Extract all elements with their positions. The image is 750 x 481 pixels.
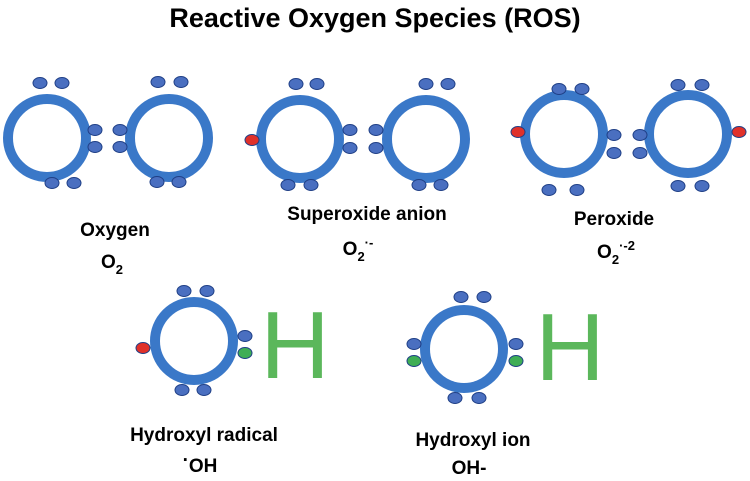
oxygen-electron — [171, 176, 187, 188]
hydroxyl-radical-electron — [176, 285, 192, 297]
peroxide-electron — [569, 184, 585, 196]
peroxide-electron — [606, 129, 622, 141]
peroxide-electron — [694, 180, 710, 192]
hydroxyl-radical-electron — [174, 384, 190, 396]
peroxide-electron — [541, 184, 557, 196]
oxygen-electron — [173, 76, 189, 88]
hydroxyl-ion-formula: OH- — [452, 458, 487, 479]
hydroxyl-radical-formula: ·OH — [183, 450, 218, 477]
superoxide-electron — [280, 179, 296, 191]
hydroxyl-ion-electron — [508, 338, 524, 350]
superoxide-electron — [411, 179, 427, 191]
superoxide-name: Superoxide anion — [287, 204, 446, 225]
diagram-title: Reactive Oxygen Species (ROS) — [169, 3, 580, 33]
peroxide-electron — [632, 129, 648, 141]
hydrogen-symbol-radical: H — [260, 292, 329, 399]
superoxide-electron — [368, 142, 384, 154]
peroxide-electron — [670, 79, 686, 91]
peroxide-electron — [632, 147, 648, 159]
hydroxyl-ion-electron — [406, 338, 422, 350]
hydroxyl-radical-oxygen-ring — [150, 297, 238, 385]
superoxide-electron — [418, 78, 434, 90]
peroxide-atom-left-ring — [520, 90, 608, 178]
hydroxyl-ion-electron — [471, 392, 487, 404]
peroxide-electron — [694, 79, 710, 91]
hydroxyl-ion-electron — [406, 355, 422, 367]
hydroxyl-radical-electron — [135, 342, 151, 354]
hydroxyl-radical-electron — [237, 330, 253, 342]
oxygen-electron — [112, 124, 128, 136]
superoxide-electron — [368, 124, 384, 136]
peroxide-electron — [510, 126, 526, 138]
oxygen-electron — [44, 177, 60, 189]
superoxide-electron — [244, 134, 260, 146]
oxygen-electron — [87, 141, 103, 153]
superoxide-electron — [342, 124, 358, 136]
hydroxyl-radical-electron — [196, 384, 212, 396]
oxygen-name: Oxygen — [80, 220, 150, 241]
peroxide-atom-right-ring — [644, 90, 732, 178]
oxygen-electron — [150, 76, 166, 88]
hydroxyl-radical-electron — [199, 285, 215, 297]
superoxide-atom-right-ring — [382, 95, 470, 183]
oxygen-electron — [66, 177, 82, 189]
oxygen-atom-right-ring — [125, 94, 213, 182]
hydrogen-symbol-ion: H — [535, 294, 604, 401]
superoxide-electron — [440, 78, 456, 90]
peroxide-electron — [670, 180, 686, 192]
hydroxyl-ion-oxygen-ring — [420, 305, 508, 393]
oxygen-formula: O2 — [101, 252, 123, 277]
oxygen-electron — [32, 77, 48, 89]
oxygen-electron — [87, 124, 103, 136]
hydroxyl-ion-name: Hydroxyl ion — [415, 430, 530, 451]
superoxide-electron — [288, 78, 304, 90]
superoxide-electron — [303, 179, 319, 191]
superoxide-electron — [309, 78, 325, 90]
hydroxyl-ion-electron — [453, 291, 469, 303]
hydroxyl-ion-electron — [476, 291, 492, 303]
peroxide-name: Peroxide — [574, 209, 654, 230]
peroxide-electron — [731, 126, 747, 138]
oxygen-electron — [149, 176, 165, 188]
oxygen-atom-left-ring — [3, 94, 91, 182]
superoxide-electron — [433, 179, 449, 191]
superoxide-atom-left-ring — [256, 95, 344, 183]
hydroxyl-radical-electron — [237, 347, 253, 359]
hydroxyl-radical-name: Hydroxyl radical — [130, 425, 278, 446]
peroxide-electron — [551, 83, 567, 95]
peroxide-formula: O2·-2 — [597, 238, 635, 267]
hydroxyl-ion-electron — [447, 392, 463, 404]
superoxide-formula: O2·- — [343, 235, 374, 264]
hydroxyl-ion-electron — [508, 355, 524, 367]
superoxide-electron — [342, 142, 358, 154]
oxygen-electron — [112, 141, 128, 153]
peroxide-electron — [574, 83, 590, 95]
molecules-layer — [3, 76, 747, 404]
oxygen-electron — [54, 77, 70, 89]
peroxide-electron — [606, 147, 622, 159]
